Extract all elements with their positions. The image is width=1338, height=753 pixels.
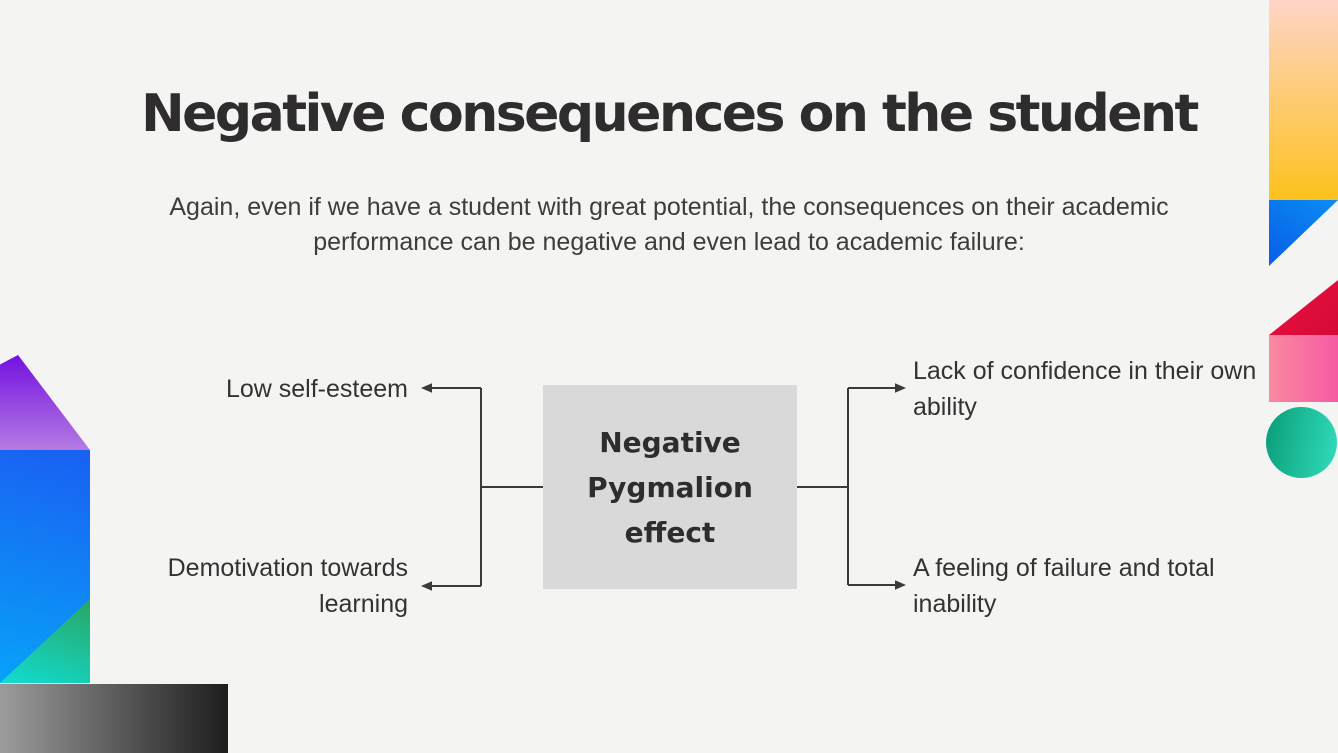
diagram-label-low-self-esteem: Low self-esteem bbox=[225, 375, 408, 403]
page-title: Negative consequences on the student bbox=[141, 84, 1199, 144]
decor-gradient-bar-top-right bbox=[1269, 0, 1338, 200]
diagram-label-demotivation: Demotivation towards learning bbox=[167, 554, 408, 618]
subtitle: Again, even if we have a student with gr… bbox=[0, 190, 1338, 260]
center-node-label: Negative Pygmalion effect bbox=[587, 425, 753, 549]
diagram-label-feeling-of-failure: A feeling of failure and total inability bbox=[913, 554, 1215, 618]
arrowhead-left-bottom bbox=[421, 581, 432, 591]
subtitle-line-1: Again, even if we have a student with gr… bbox=[169, 193, 1169, 221]
decor-gray-gradient-bar-bottom-left bbox=[0, 684, 228, 753]
decor-teal-circle-right bbox=[1266, 407, 1337, 478]
arrowhead-right-top bbox=[895, 383, 906, 393]
arrowhead-left-top bbox=[421, 383, 432, 393]
diagram-label-lack-of-confidence: Lack of confidence in their own ability bbox=[913, 357, 1257, 421]
subtitle-line-2: performance can be negative and even lea… bbox=[313, 228, 1025, 256]
arrowhead-right-bottom bbox=[895, 580, 906, 590]
decor-pink-rect-right bbox=[1269, 335, 1338, 402]
center-node-box: Negative Pygmalion effect bbox=[543, 385, 797, 589]
